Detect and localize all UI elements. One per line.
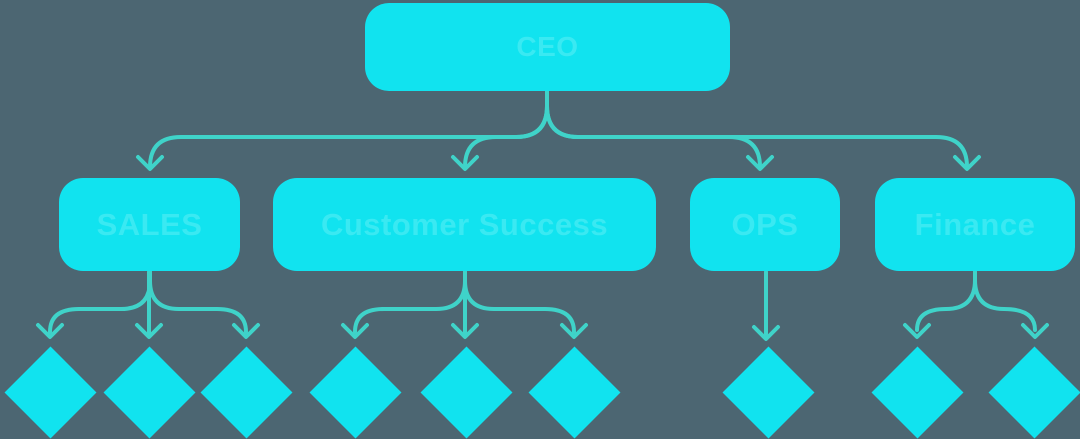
node-sales-label: SALES xyxy=(96,206,203,242)
edge-cs-leaf-3 xyxy=(463,270,588,339)
arrowhead-icon xyxy=(903,323,931,339)
edge-finance-leaf-1 xyxy=(903,270,977,339)
node-ceo-label: CEO xyxy=(516,31,579,62)
node-ceo[interactable]: CEO xyxy=(365,3,730,91)
edge-ops-leaf-1 xyxy=(752,270,780,341)
arrowhead-icon xyxy=(451,323,479,339)
node-sales[interactable]: SALES xyxy=(59,178,240,271)
edge-finance-leaf-2 xyxy=(973,270,1049,339)
arrowhead-icon xyxy=(752,325,780,341)
arrowhead-icon xyxy=(36,323,64,339)
node-ops[interactable]: OPS xyxy=(690,178,840,271)
edge-ceo-ops xyxy=(545,89,774,171)
node-ops-label: OPS xyxy=(731,206,799,242)
node-customer-success-label: Customer Success xyxy=(320,206,609,242)
arrowhead-icon xyxy=(451,155,479,171)
arrowhead-icon xyxy=(341,323,369,339)
arrowhead-icon xyxy=(136,155,164,171)
edge-cs-leaf-1 xyxy=(341,270,467,339)
arrowhead-icon xyxy=(746,155,774,171)
edge-ceo-customer-success xyxy=(451,89,549,171)
edge-ceo-sales xyxy=(136,89,549,171)
node-finance[interactable]: Finance xyxy=(875,178,1075,271)
node-customer-success[interactable]: Customer Success xyxy=(273,178,656,271)
edge-ceo-finance xyxy=(545,89,981,171)
arrowhead-icon xyxy=(953,155,981,171)
edge-sales-leaf-1 xyxy=(36,270,152,339)
arrowhead-icon xyxy=(232,323,260,339)
arrowhead-icon xyxy=(1021,323,1049,339)
node-finance-label: Finance xyxy=(914,206,1036,242)
edge-sales-leaf-3 xyxy=(148,270,260,339)
arrowhead-icon xyxy=(560,323,588,339)
arrowhead-icon xyxy=(135,323,163,339)
